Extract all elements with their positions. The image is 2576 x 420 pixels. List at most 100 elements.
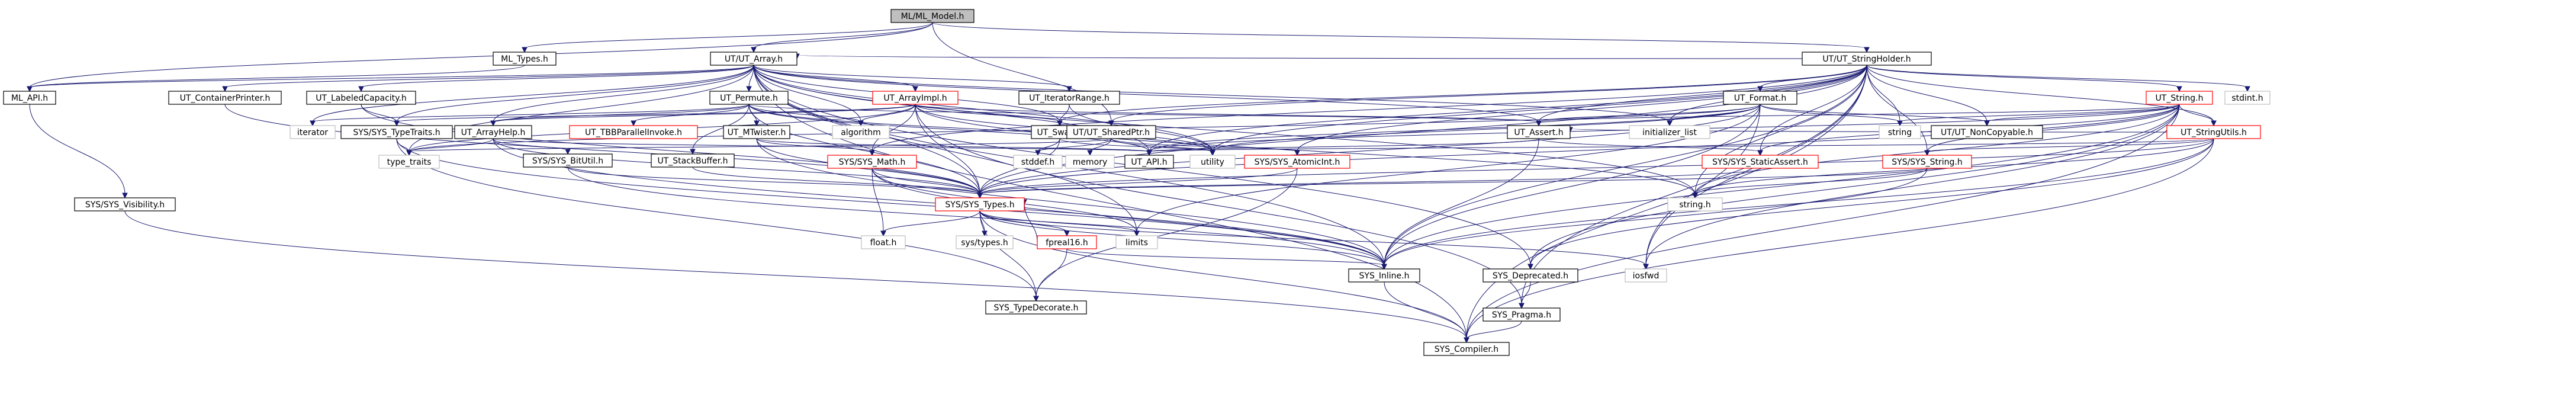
node-sys-math[interactable]: SYS/SYS_Math.h xyxy=(827,155,917,169)
node-ut-format[interactable]: UT_Format.h xyxy=(1723,91,1797,105)
node-fpreal16[interactable]: fpreal16.h xyxy=(1037,235,1097,249)
node-box xyxy=(872,91,959,105)
node-box xyxy=(290,125,336,139)
node-algorithm[interactable]: algorithm xyxy=(832,125,890,139)
node-sys-types[interactable]: SYS/SYS_Types.h xyxy=(935,197,1025,211)
node-label: SYS/SYS_BitUtil.h xyxy=(532,156,603,166)
edge-ut_permute-to-ut_mtwister xyxy=(748,104,760,127)
node-sys-typetraits[interactable]: SYS/SYS_TypeTraits.h xyxy=(340,125,453,139)
node-iosfwd[interactable]: iosfwd xyxy=(1625,268,1667,283)
edge-root-to-ut_sharedptr xyxy=(932,22,1114,127)
node-ut-arrayimpl[interactable]: UT_ArrayImpl.h xyxy=(872,91,959,105)
node-memory[interactable]: memory xyxy=(1065,155,1115,169)
node-box xyxy=(569,125,698,139)
node-ml-api[interactable]: ML_API.h xyxy=(3,91,56,105)
node-string-h[interactable]: string.h xyxy=(1667,197,1723,211)
node-label: UT_IteratorRange.h xyxy=(1029,94,1109,103)
edge-ut_string-to-string xyxy=(1897,104,2180,127)
node-sys-inline[interactable]: SYS_Inline.h xyxy=(1348,268,1420,283)
node-box xyxy=(74,197,176,211)
edge-ut_permute-to-iterator xyxy=(310,104,750,127)
node-label: type_traits xyxy=(387,158,432,167)
node-ut-noncopyable[interactable]: UT/UT_NonCopyable.h xyxy=(1931,125,2043,139)
node-ut-assert[interactable]: UT_Assert.h xyxy=(1507,125,1571,139)
edge-sys_deprecated-to-sys_pragma xyxy=(1519,281,1531,309)
node-ut-iteratorrange[interactable]: UT_IteratorRange.h xyxy=(1018,91,1120,105)
node-box xyxy=(709,91,789,105)
edge-sys_bitutil-to-sys_inline xyxy=(567,166,1387,270)
node-utility[interactable]: utility xyxy=(1189,155,1236,169)
node-label: SYS_TypeDecorate.h xyxy=(994,303,1079,313)
node-ml-types[interactable]: ML_Types.h xyxy=(493,52,557,66)
node-label: SYS/SYS_Visibility.h xyxy=(85,200,165,210)
edge-ut_stringholder-to-sys_string xyxy=(1866,65,1930,156)
node-ut-api[interactable]: UT_API.h xyxy=(1124,155,1174,169)
node-ut-stringholder[interactable]: UT/UT_StringHolder.h xyxy=(1802,52,1932,66)
edge-ut_stringholder-to-ut_api xyxy=(1146,65,1867,156)
node-string[interactable]: string xyxy=(1879,125,1921,139)
node-label: memory xyxy=(1073,158,1108,167)
edge-ut_stringholder-to-string xyxy=(1866,65,1903,127)
node-ut-labeledcapacity[interactable]: UT_LabeledCapacity.h xyxy=(306,91,416,105)
node-sys-visibility[interactable]: SYS/SYS_Visibility.h xyxy=(74,197,176,211)
node-sys-staticassert[interactable]: SYS/SYS_StaticAssert.h xyxy=(1702,155,1819,169)
node-sys-deprecated[interactable]: SYS_Deprecated.h xyxy=(1482,268,1578,283)
edge-ut_string-to-sys_deprecated xyxy=(1527,104,2180,270)
node-sys-typedecorate[interactable]: SYS_TypeDecorate.h xyxy=(985,300,1087,315)
node-iterator[interactable]: iterator xyxy=(290,125,336,139)
node-ut-permute[interactable]: UT_Permute.h xyxy=(709,91,789,105)
node-label: ML_Types.h xyxy=(501,54,548,64)
node-label: float.h xyxy=(870,238,897,248)
node-sys-bitutil[interactable]: SYS/SYS_BitUtil.h xyxy=(523,153,613,168)
node-limits[interactable]: limits xyxy=(1115,235,1158,249)
edge-sys_types-to-float_h xyxy=(880,210,980,237)
edge-sys_string-to-sys_inline xyxy=(1381,168,1928,270)
node-ut-stackbuffer[interactable]: UT_StackBuffer.h xyxy=(651,153,735,168)
node-sys-pragma[interactable]: SYS_Pragma.h xyxy=(1482,307,1561,322)
node-label: UT_Permute.h xyxy=(720,94,778,103)
node-ut-array[interactable]: UT/UT_Array.h xyxy=(710,52,797,66)
node-ut-mtwister[interactable]: UT_MTwister.h xyxy=(723,125,790,139)
edge-ut_array-to-sys_compiler xyxy=(753,65,1469,344)
node-box xyxy=(1482,307,1561,322)
edge-ut_sharedptr-to-sys_atomicint xyxy=(1111,138,1300,156)
node-ut-string[interactable]: UT_String.h xyxy=(2146,91,2213,105)
node-sys-atomicint[interactable]: SYS/SYS_AtomicInt.h xyxy=(1244,155,1350,169)
edge-ut_stringholder-to-stdint xyxy=(1866,65,2250,92)
node-box xyxy=(935,197,1025,211)
edge-sys_atomicint-to-sys_types xyxy=(977,168,1298,199)
node-sys-compiler[interactable]: SYS_Compiler.h xyxy=(1423,342,1510,356)
edge-ut_mtwister-to-sys_math xyxy=(756,138,875,156)
node-box xyxy=(1882,155,1972,169)
node-stdint[interactable]: stdint.h xyxy=(2224,91,2271,105)
node-ut-arrayhelp[interactable]: UT_ArrayHelp.h xyxy=(454,125,532,139)
edge-ut_sharedptr-to-type_traits xyxy=(406,138,1112,156)
edge-ut_assert-to-sys_staticassert xyxy=(1538,138,1763,156)
node-box xyxy=(1723,91,1797,105)
node-label: ML_API.h xyxy=(11,94,48,103)
node-label: UT_ContainerPrinter.h xyxy=(180,94,271,103)
node-root[interactable]: ML/ML_Model.h xyxy=(890,9,975,23)
node-float-h[interactable]: float.h xyxy=(861,235,906,249)
node-stddef[interactable]: stddef.h xyxy=(1013,155,1063,169)
edge-ut_sharedptr-to-memory xyxy=(1087,138,1112,156)
node-ut-sharedptr[interactable]: UT/UT_SharedPtr.h xyxy=(1066,125,1156,139)
node-label: SYS/SYS_TypeTraits.h xyxy=(353,128,440,137)
node-sys-string[interactable]: SYS/SYS_String.h xyxy=(1882,155,1972,169)
node-box xyxy=(2166,125,2261,139)
node-initializer-list[interactable]: initializer_list xyxy=(1629,125,1710,139)
node-ut-stringutils[interactable]: UT_StringUtils.h xyxy=(2166,125,2261,139)
node-ut-containerprinter[interactable]: UT_ContainerPrinter.h xyxy=(168,91,282,105)
edge-fpreal16-to-sys_inline xyxy=(1066,248,1387,270)
edge-ut_arrayimpl-to-ut_arrayhelp xyxy=(490,104,916,127)
edge-ut_array-to-ut_labeledcapacity xyxy=(358,65,754,92)
edge-ut_arrayhelp-to-sys_bitutil xyxy=(493,138,571,155)
edge-ut_string-to-sys_compiler xyxy=(1464,104,2180,344)
edge-ut_stringholder-to-ut_string xyxy=(1866,65,2182,92)
node-label: SYS/SYS_StaticAssert.h xyxy=(1712,158,1808,167)
node-box xyxy=(1625,268,1667,283)
edge-ut_stringholder-to-ut_array xyxy=(794,53,1803,60)
node-sys-types-h[interactable]: sys/types.h xyxy=(956,235,1014,249)
node-ut-tbbparallelinvoke[interactable]: UT_TBBParallelInvoke.h xyxy=(569,125,698,139)
node-type-traits[interactable]: type_traits xyxy=(378,155,440,169)
